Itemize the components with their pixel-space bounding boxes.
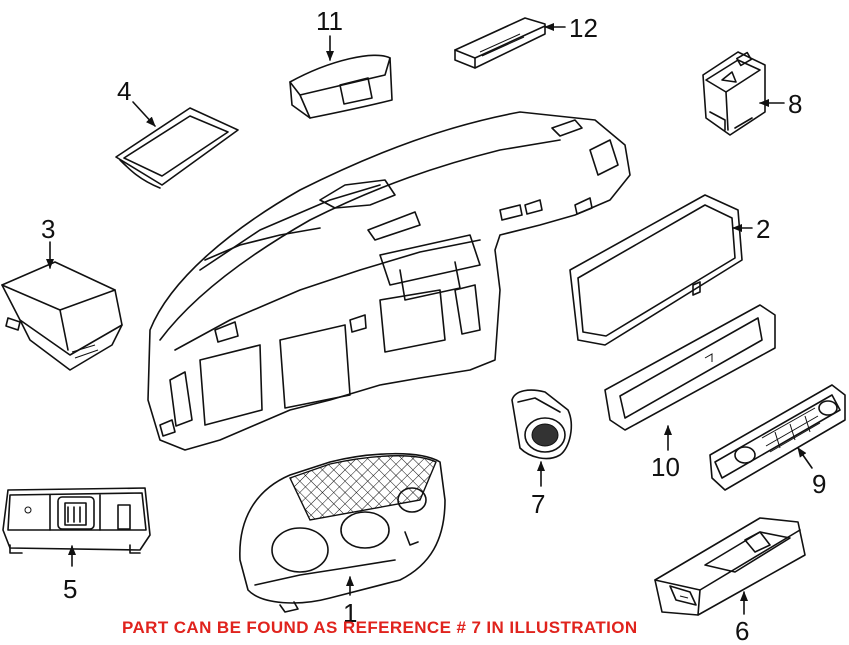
leader-line-4 — [132, 101, 156, 127]
switch-panel-6 — [654, 517, 806, 616]
reference-note: PART CAN BE FOUND AS REFERENCE # 7 IN IL… — [122, 618, 638, 637]
callout-6: 6 — [735, 616, 749, 645]
callout-7: 7 — [531, 489, 545, 519]
hazard-switch — [702, 51, 766, 136]
climate-control-panel — [709, 384, 846, 491]
start-stop-button — [511, 389, 572, 460]
sensor-strip — [454, 17, 546, 69]
callout-4: 4 — [117, 76, 131, 106]
leader-line-9 — [797, 447, 813, 469]
callout-10: 10 — [651, 452, 680, 482]
callout-9: 9 — [812, 469, 826, 499]
callout-3: 3 — [41, 214, 55, 244]
callout-2: 2 — [756, 214, 770, 244]
callout-5: 5 — [63, 574, 77, 604]
dashboard-panel — [147, 111, 631, 451]
instrument-cluster — [239, 452, 446, 613]
callout-11: 11 — [316, 6, 343, 36]
callout-8: 8 — [788, 89, 802, 119]
head-up-display — [115, 107, 239, 189]
callout-12: 12 — [569, 13, 598, 43]
headlight-switch — [2, 487, 151, 554]
center-module — [289, 54, 393, 119]
trim-bezel — [604, 304, 776, 431]
callout-1: 1 — [343, 598, 357, 628]
airbag-module — [1, 261, 123, 371]
central-display — [569, 194, 743, 346]
